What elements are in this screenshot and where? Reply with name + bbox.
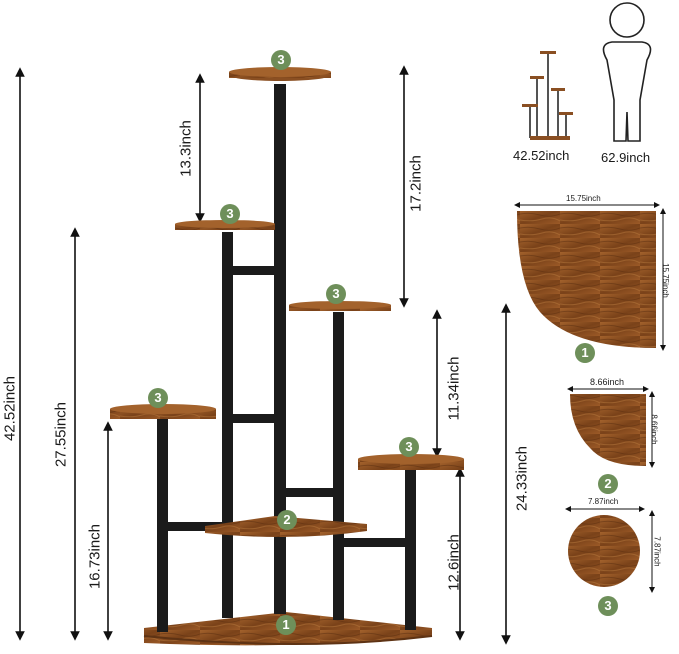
frame-post-right	[405, 470, 416, 630]
top-gap-label: 13.3inch	[177, 120, 195, 177]
middle-gap-label: 11.34inch	[445, 356, 463, 421]
badge-3-middle-right: 3	[326, 284, 346, 304]
total-height-label: 42.52inch	[1, 375, 19, 442]
medium-shelf-width-label: 8.66inch	[590, 377, 625, 387]
badge-2-detail: 2	[598, 474, 618, 494]
round-shelf-width-label: 7.87inch	[588, 497, 619, 506]
fourth-shelf-height-label: 16.73inch	[86, 523, 104, 590]
badge-1-detail: 1	[575, 343, 595, 363]
upper-left-round-shelf	[175, 220, 275, 230]
frame-post-center	[274, 84, 286, 614]
left-round-shelf	[110, 404, 216, 419]
middle-right-round-shelf	[289, 301, 391, 311]
badge-3-right: 3	[399, 437, 419, 457]
medium-shelf-depth-label: 8.66inch	[649, 414, 659, 445]
frame-post-left	[157, 418, 168, 632]
right-round-shelf	[358, 454, 464, 470]
badge-3-left: 3	[148, 388, 168, 408]
dimension-lines	[15, 65, 511, 645]
shelf-detail-large	[514, 202, 666, 351]
person-silhouette-icon	[602, 2, 652, 142]
badge-3-upper-left: 3	[220, 204, 240, 224]
side-height-label: 24.33inch	[513, 445, 531, 512]
top-round-shelf	[229, 67, 331, 81]
lower-shelf-height-label: 12.6inch	[445, 534, 463, 591]
badge-1-base: 1	[276, 615, 296, 635]
third-shelf-height-label: 27.55inch	[52, 401, 70, 468]
frame-post-upper-left	[222, 232, 233, 618]
badge-3-detail: 3	[598, 596, 618, 616]
badge-2-corner: 2	[277, 510, 297, 530]
shelf-detail-medium	[567, 386, 655, 468]
round-shelf-depth-label: 7.87inch	[652, 536, 662, 567]
stand-height-label: 42.52inch	[513, 148, 570, 163]
stand-thumbnail	[522, 51, 573, 140]
badge-3-top: 3	[271, 50, 291, 70]
person-height-label: 62.9inch	[601, 150, 651, 165]
plant-stand	[110, 67, 464, 646]
shelf-detail-round	[565, 506, 655, 593]
large-shelf-depth-label: 15.75inch	[660, 263, 670, 298]
large-shelf-width-label: 15.75inch	[566, 194, 601, 203]
frame-post-mid-right	[333, 312, 344, 620]
upper-gap-label: 17.2inch	[407, 155, 425, 212]
